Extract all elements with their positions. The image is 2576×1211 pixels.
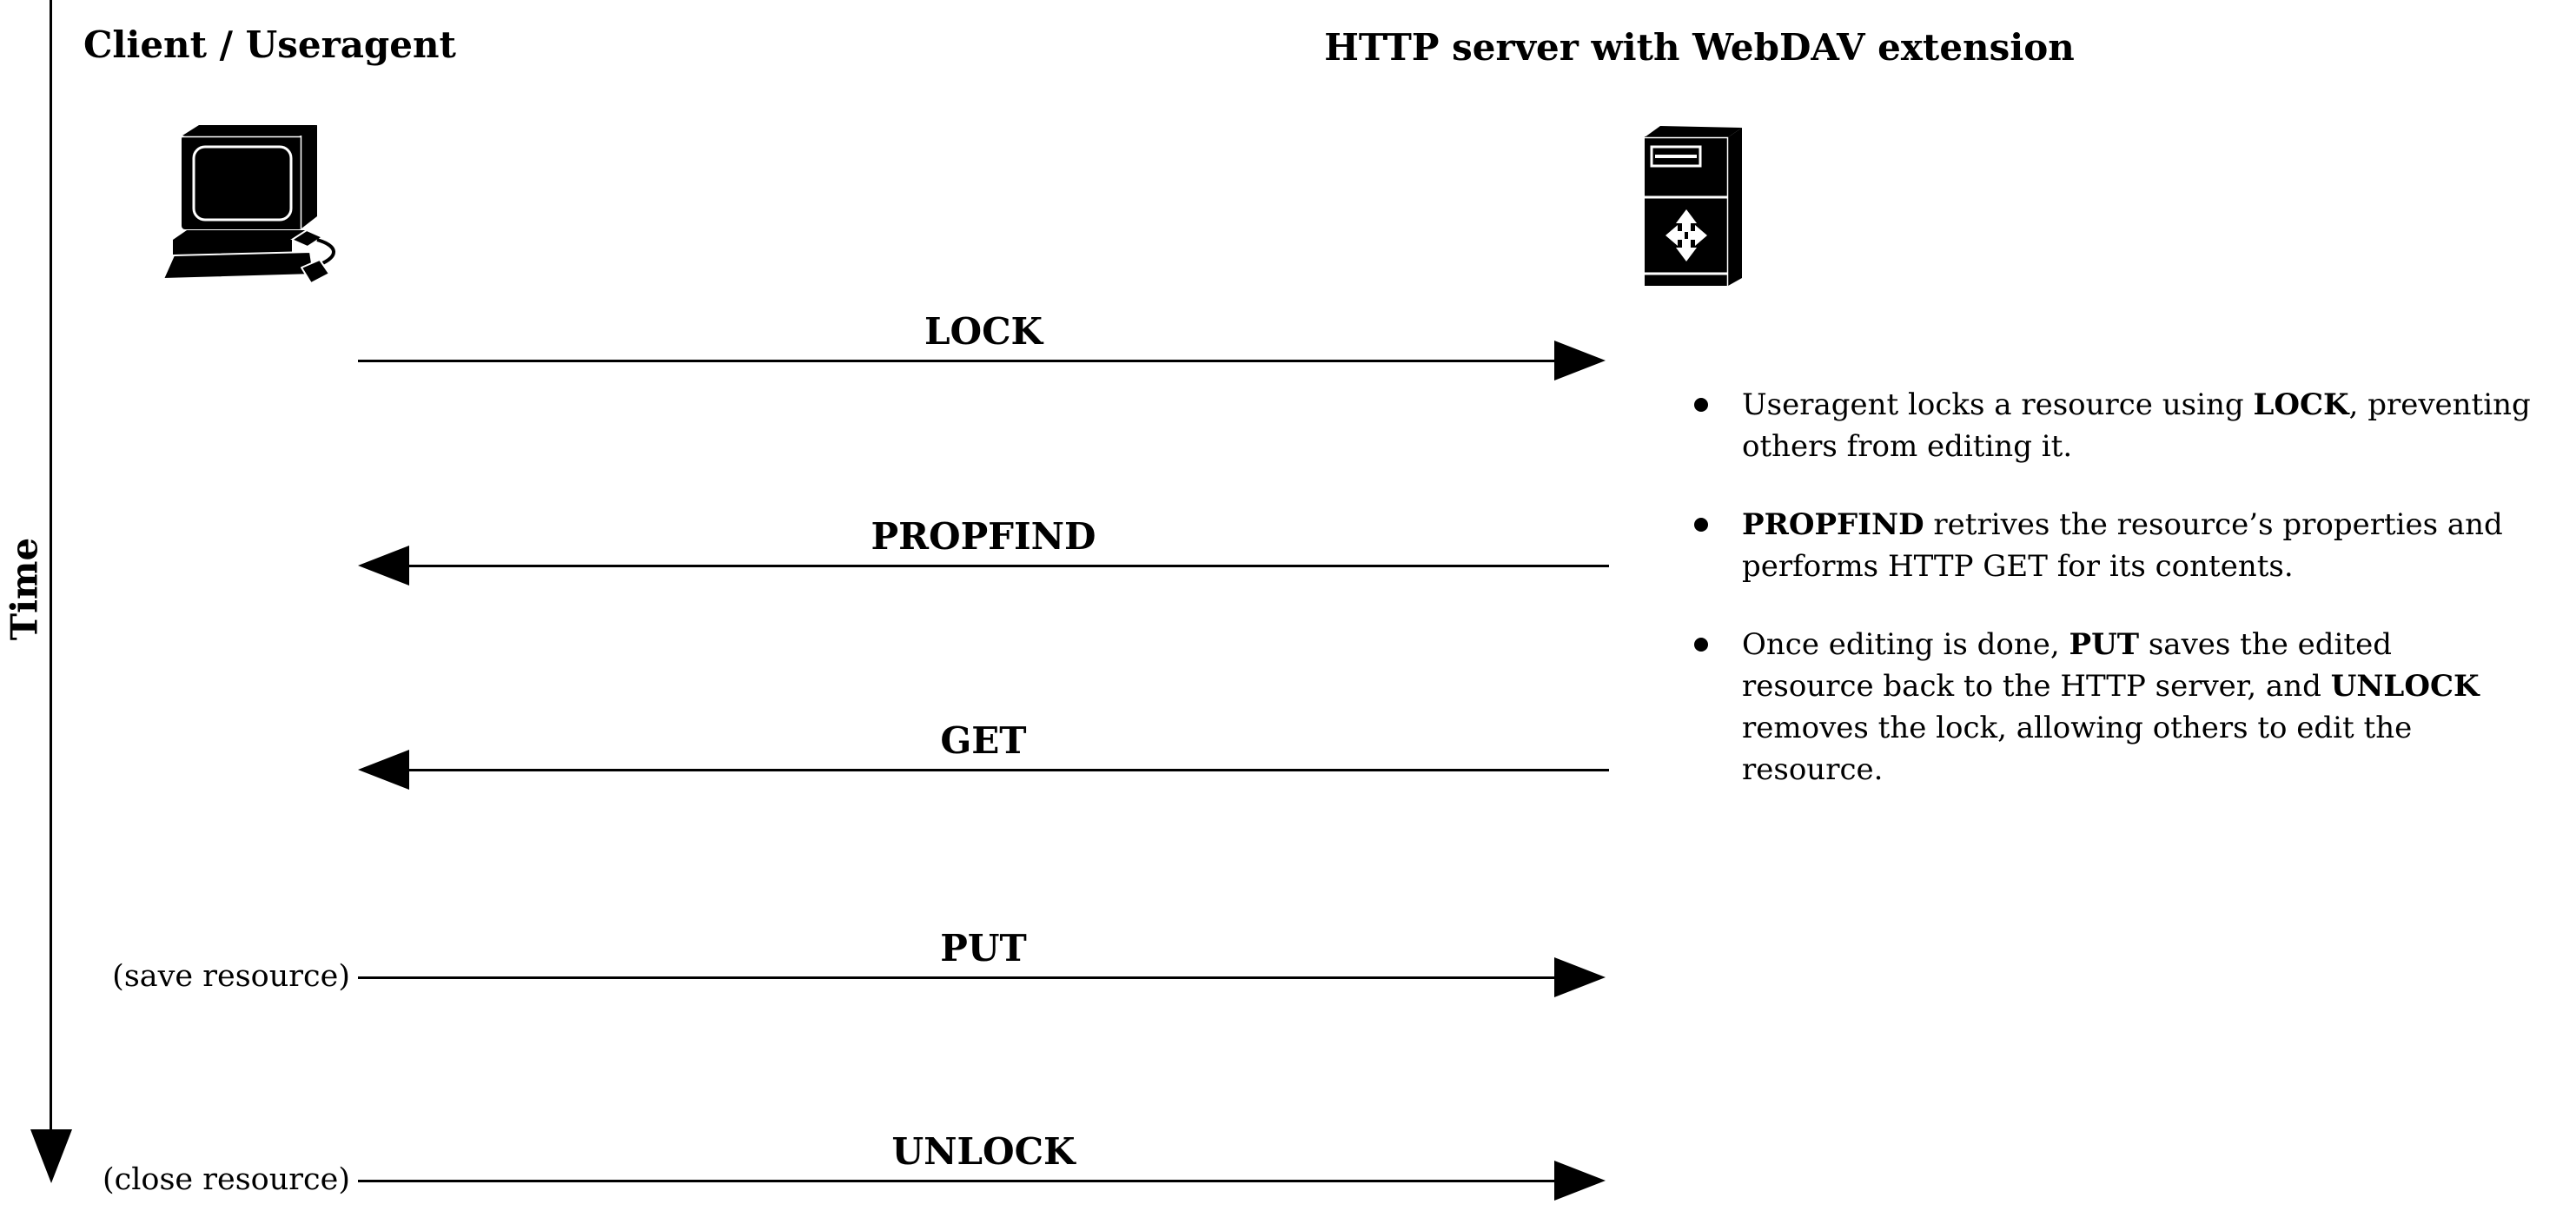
note-item: Useragent locks a resource using LOCK, p… xyxy=(1694,384,2574,467)
bullet-icon xyxy=(1694,398,1708,412)
note-item: Once editing is done, PUT saves the edit… xyxy=(1694,624,2574,791)
bullet-icon xyxy=(1694,518,1708,532)
server-actor-title: HTTP server with WebDAV extension xyxy=(1324,26,2075,69)
desktop-computer-icon xyxy=(162,125,335,284)
message-label: UNLOCK xyxy=(891,1130,1076,1173)
note-item: PROPFIND retrives the resource’s propert… xyxy=(1694,504,2574,587)
arrowhead-right-icon xyxy=(1554,1161,1606,1201)
note-text: Once editing is done, PUT saves the edit… xyxy=(1742,627,2480,787)
arrowhead-right-icon xyxy=(1554,341,1606,381)
arrowhead-left-icon xyxy=(358,546,409,586)
note-text: PROPFIND retrives the resource’s propert… xyxy=(1742,507,2503,584)
notes-list: Useragent locks a resource using LOCK, p… xyxy=(1694,384,2574,827)
arrow-shaft xyxy=(358,360,1557,362)
message-label: GET xyxy=(940,719,1027,762)
message-label: PROPFIND xyxy=(871,515,1096,558)
time-axis-line xyxy=(50,0,52,1131)
note-text: Useragent locks a resource using LOCK, p… xyxy=(1742,387,2531,464)
arrowhead-left-icon xyxy=(358,750,409,790)
arrow-shaft xyxy=(358,976,1557,979)
time-axis-arrowhead-icon xyxy=(30,1129,72,1183)
message-side-note: (close resource) xyxy=(102,1162,350,1197)
time-axis-label: Time xyxy=(3,537,46,641)
message-label: PUT xyxy=(940,927,1027,969)
bullet-icon xyxy=(1694,638,1708,652)
tower-server-icon xyxy=(1645,126,1742,286)
message-label: LOCK xyxy=(924,310,1043,353)
arrow-shaft xyxy=(405,565,1609,567)
arrow-shaft xyxy=(405,769,1609,771)
arrowhead-right-icon xyxy=(1554,957,1606,997)
client-actor-title: Client / Useragent xyxy=(83,23,456,66)
arrow-shaft xyxy=(358,1180,1557,1182)
message-side-note: (save resource) xyxy=(112,959,350,994)
